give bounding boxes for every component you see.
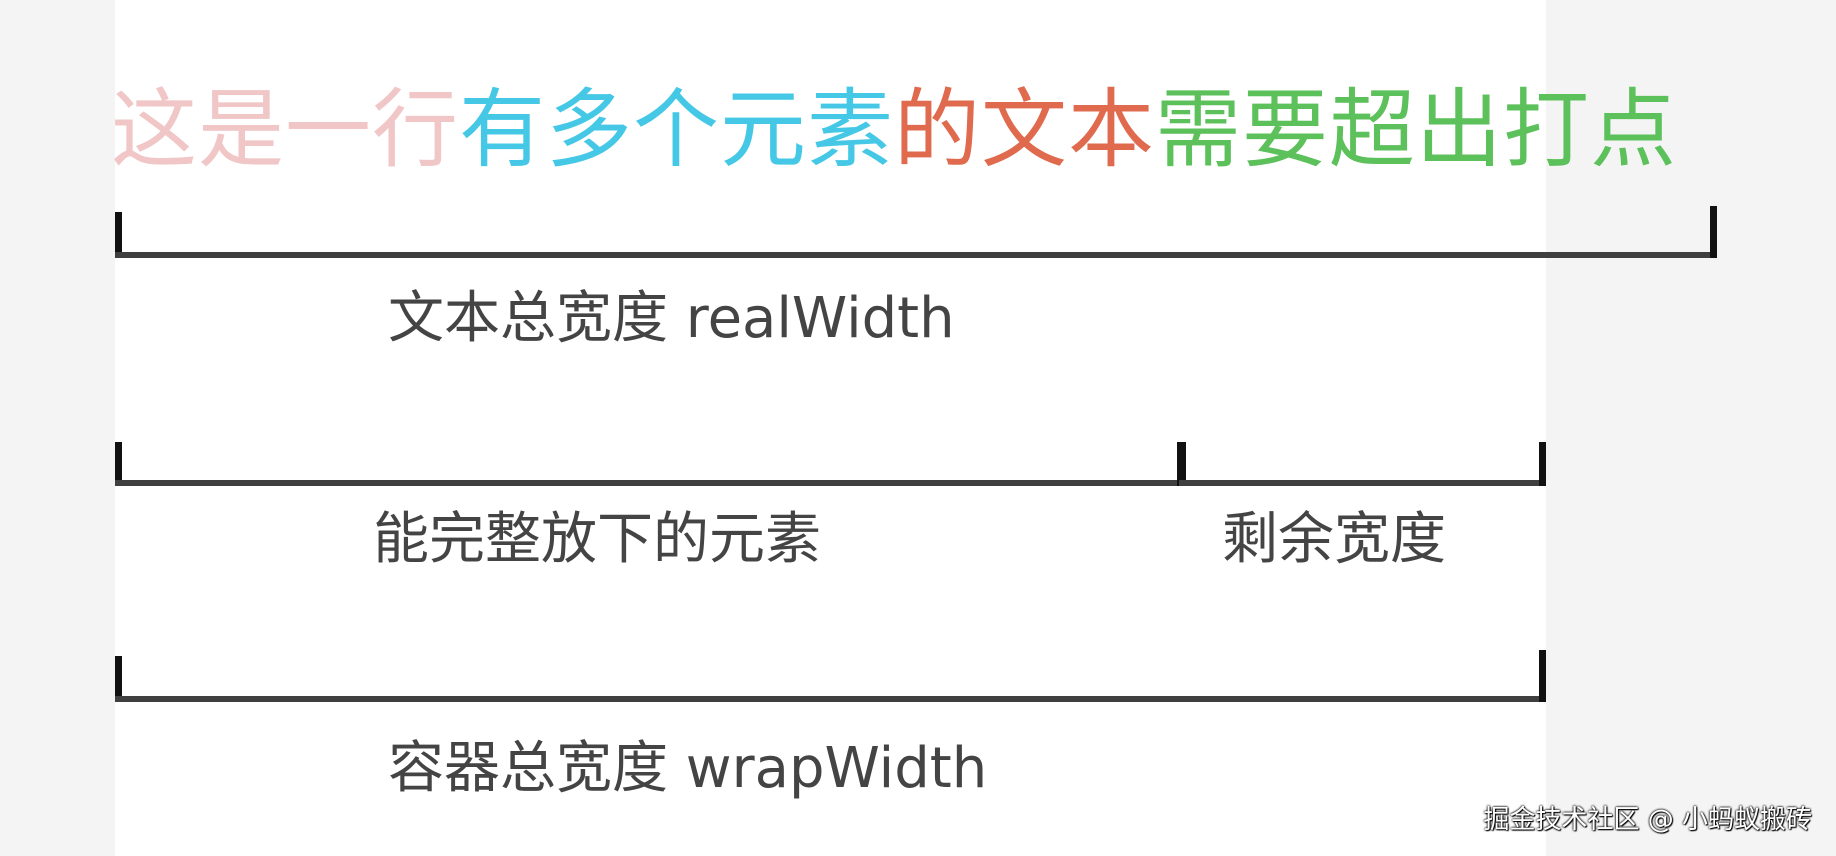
fit-elements-left-tick (115, 442, 122, 486)
headline-segment-1: 这是一行 (111, 80, 459, 180)
watermark-text: 掘金技术社区 @ 小蚂蚁搬砖 (1483, 805, 1812, 835)
fit-elements-line (115, 480, 1184, 486)
real-width-bracket (115, 206, 1717, 258)
headline-segment-3: 的文本 (894, 80, 1155, 180)
remaining-width-right-tick (1539, 442, 1546, 486)
wrap-width-left-tick (115, 656, 122, 702)
real-width-label: 文本总宽度 realWidth (388, 286, 955, 351)
remaining-width-label: 剩余宽度 (1222, 507, 1446, 572)
headline-segment-4: 需要超出打点 (1155, 80, 1677, 180)
fit-elements-label: 能完整放下的元素 (373, 507, 821, 572)
remaining-width-left-tick (1179, 442, 1186, 486)
headline-text: 这是一行有多个元素的文本需要超出打点 (111, 70, 1677, 190)
real-width-line (115, 252, 1717, 258)
real-width-right-tick (1710, 206, 1717, 258)
headline-segment-2: 有多个元素 (459, 80, 894, 180)
remaining-width-line (1179, 480, 1546, 486)
real-width-left-tick (115, 212, 122, 258)
wrap-width-label: 容器总宽度 wrapWidth (388, 736, 988, 801)
container-area (115, 0, 1546, 856)
remaining-width-bracket (1179, 442, 1546, 486)
fit-elements-bracket (115, 442, 1184, 486)
wrap-width-right-tick (1539, 650, 1546, 702)
wrap-width-line (115, 696, 1546, 702)
wrap-width-bracket (115, 650, 1546, 702)
